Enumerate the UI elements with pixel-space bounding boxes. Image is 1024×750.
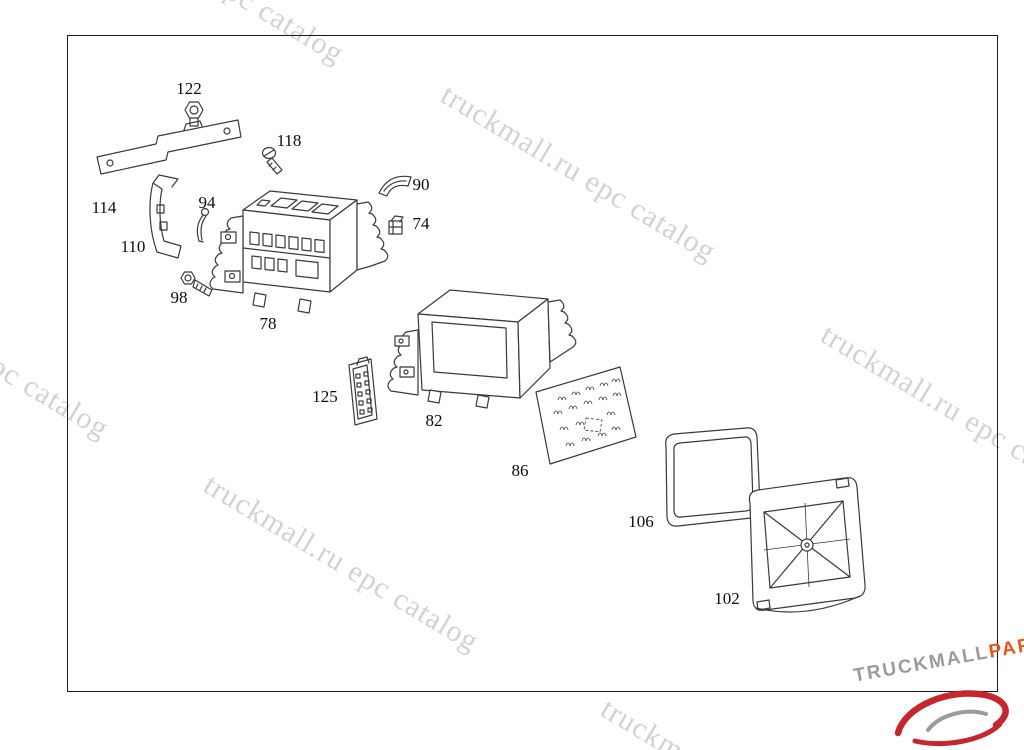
part-label-118: 118 [276, 131, 302, 150]
part-label-114: 114 [91, 198, 117, 217]
part-114-bracket-drawing [96, 119, 242, 175]
part-94-pin-drawing [196, 207, 210, 243]
part-label-102: 102 [714, 589, 740, 608]
part-label-94: 94 [198, 193, 216, 212]
part-118-screw-drawing [261, 146, 283, 175]
part-74-grommet-drawing [388, 215, 404, 235]
part-98-bolt-drawing [180, 271, 213, 297]
part-90-clip-drawing [378, 175, 412, 197]
part-122-nut-drawing [184, 101, 204, 127]
part-label-110: 110 [120, 237, 146, 256]
part-label-122: 122 [176, 79, 202, 98]
part-86-plate-drawing [535, 366, 637, 465]
diagram-frame [67, 35, 998, 692]
part-label-82: 82 [425, 411, 443, 430]
part-label-74: 74 [412, 214, 430, 233]
part-106-seal-drawing [665, 427, 761, 527]
part-102-cover-drawing [748, 477, 866, 613]
part-110-bracket-drawing [149, 174, 182, 259]
part-125-connector-drawing [348, 356, 378, 426]
part-label-86: 86 [511, 461, 529, 480]
part-label-90: 90 [412, 175, 430, 194]
part-label-125: 125 [312, 387, 338, 406]
logo-swirl-icon [894, 690, 1009, 746]
part-82-housing-drawing [387, 289, 577, 409]
part-label-98: 98 [170, 288, 188, 307]
part-78-control-unit-drawing [209, 190, 389, 314]
part-label-106: 106 [628, 512, 654, 531]
part-label-78: 78 [259, 314, 277, 333]
